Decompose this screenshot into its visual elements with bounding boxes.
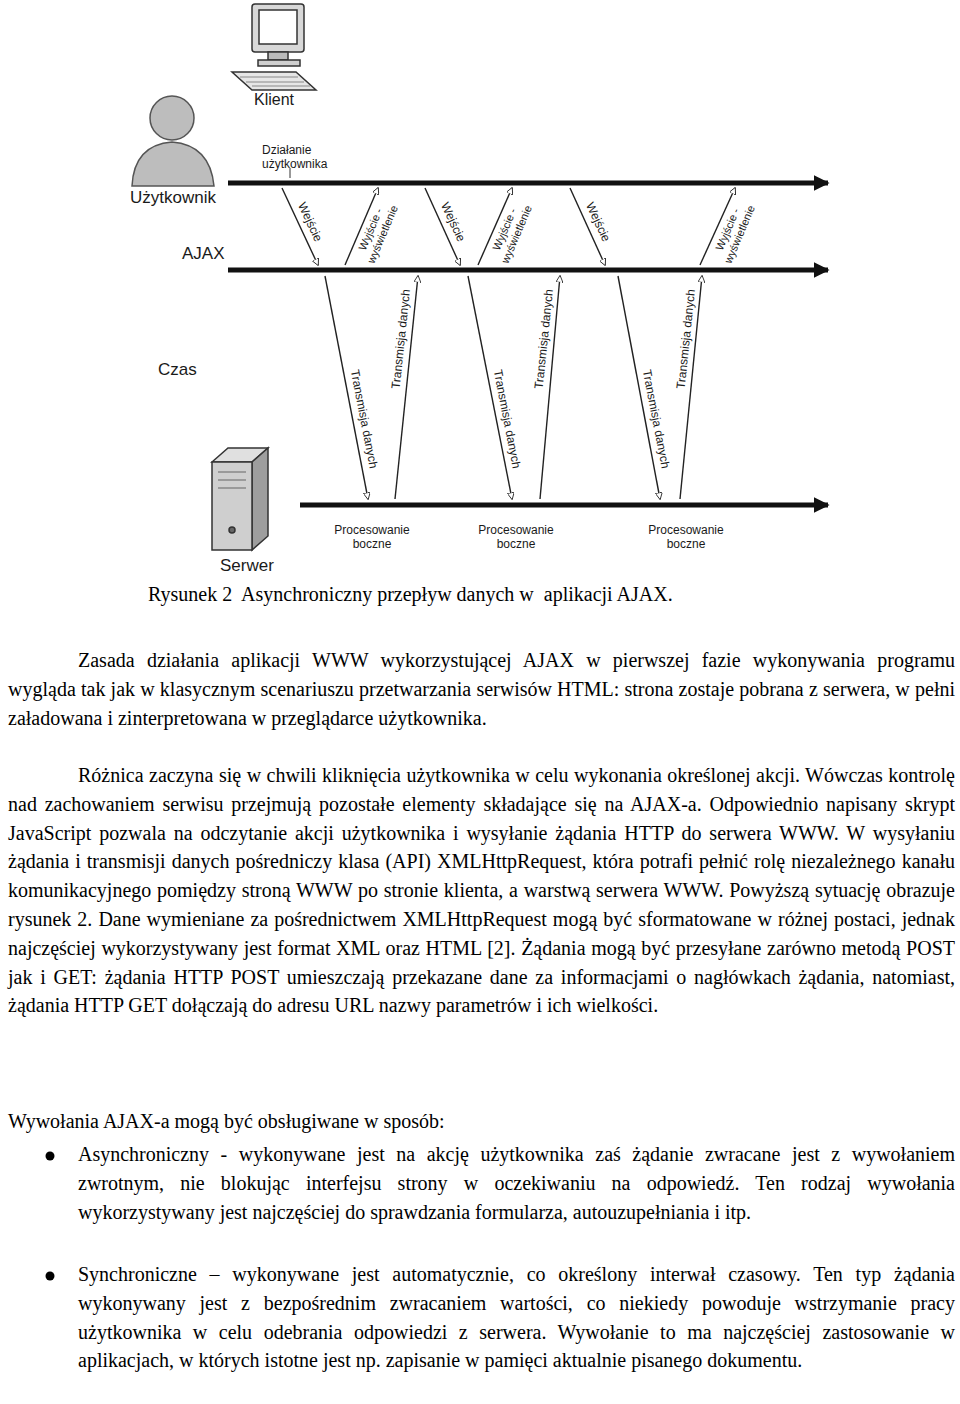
transmission-arrows [325, 276, 702, 499]
server-label: Serwer [220, 556, 300, 576]
bullet-dot [46, 1152, 55, 1161]
body-paragraph: Różnica zaczyna się w chwili kliknięcia … [8, 761, 955, 1020]
body-paragraph: Wywołania AJAX-a mogą być obsługiwane w … [8, 1107, 955, 1136]
bullet-dot [46, 1272, 55, 1281]
ajax-label: AJAX [182, 244, 252, 264]
client-computer-icon [232, 4, 316, 90]
processing-label: Procesowanie boczne [641, 523, 731, 552]
bullet-item: Asynchroniczny - wykonywane jest na akcj… [78, 1140, 955, 1226]
user-label: Użytkownik [130, 188, 230, 208]
figure-caption: Rysunek 2 Asynchroniczny przepływ danych… [148, 580, 673, 608]
server-icon [212, 448, 268, 550]
bullet-item: Synchroniczne – wykonywane jest automaty… [78, 1260, 955, 1375]
action-label: Działanie użytkownika [262, 143, 340, 172]
time-label: Czas [158, 360, 228, 380]
processing-label: Procesowanie boczne [327, 523, 417, 552]
user-icon [132, 96, 214, 186]
body-paragraph: Zasada działania aplikacji WWW wykorzyst… [8, 646, 955, 732]
processing-label: Procesowanie boczne [471, 523, 561, 552]
figure-ground [130, 0, 830, 582]
time-axis-lines [228, 183, 828, 505]
client-label: Klient [254, 90, 324, 109]
